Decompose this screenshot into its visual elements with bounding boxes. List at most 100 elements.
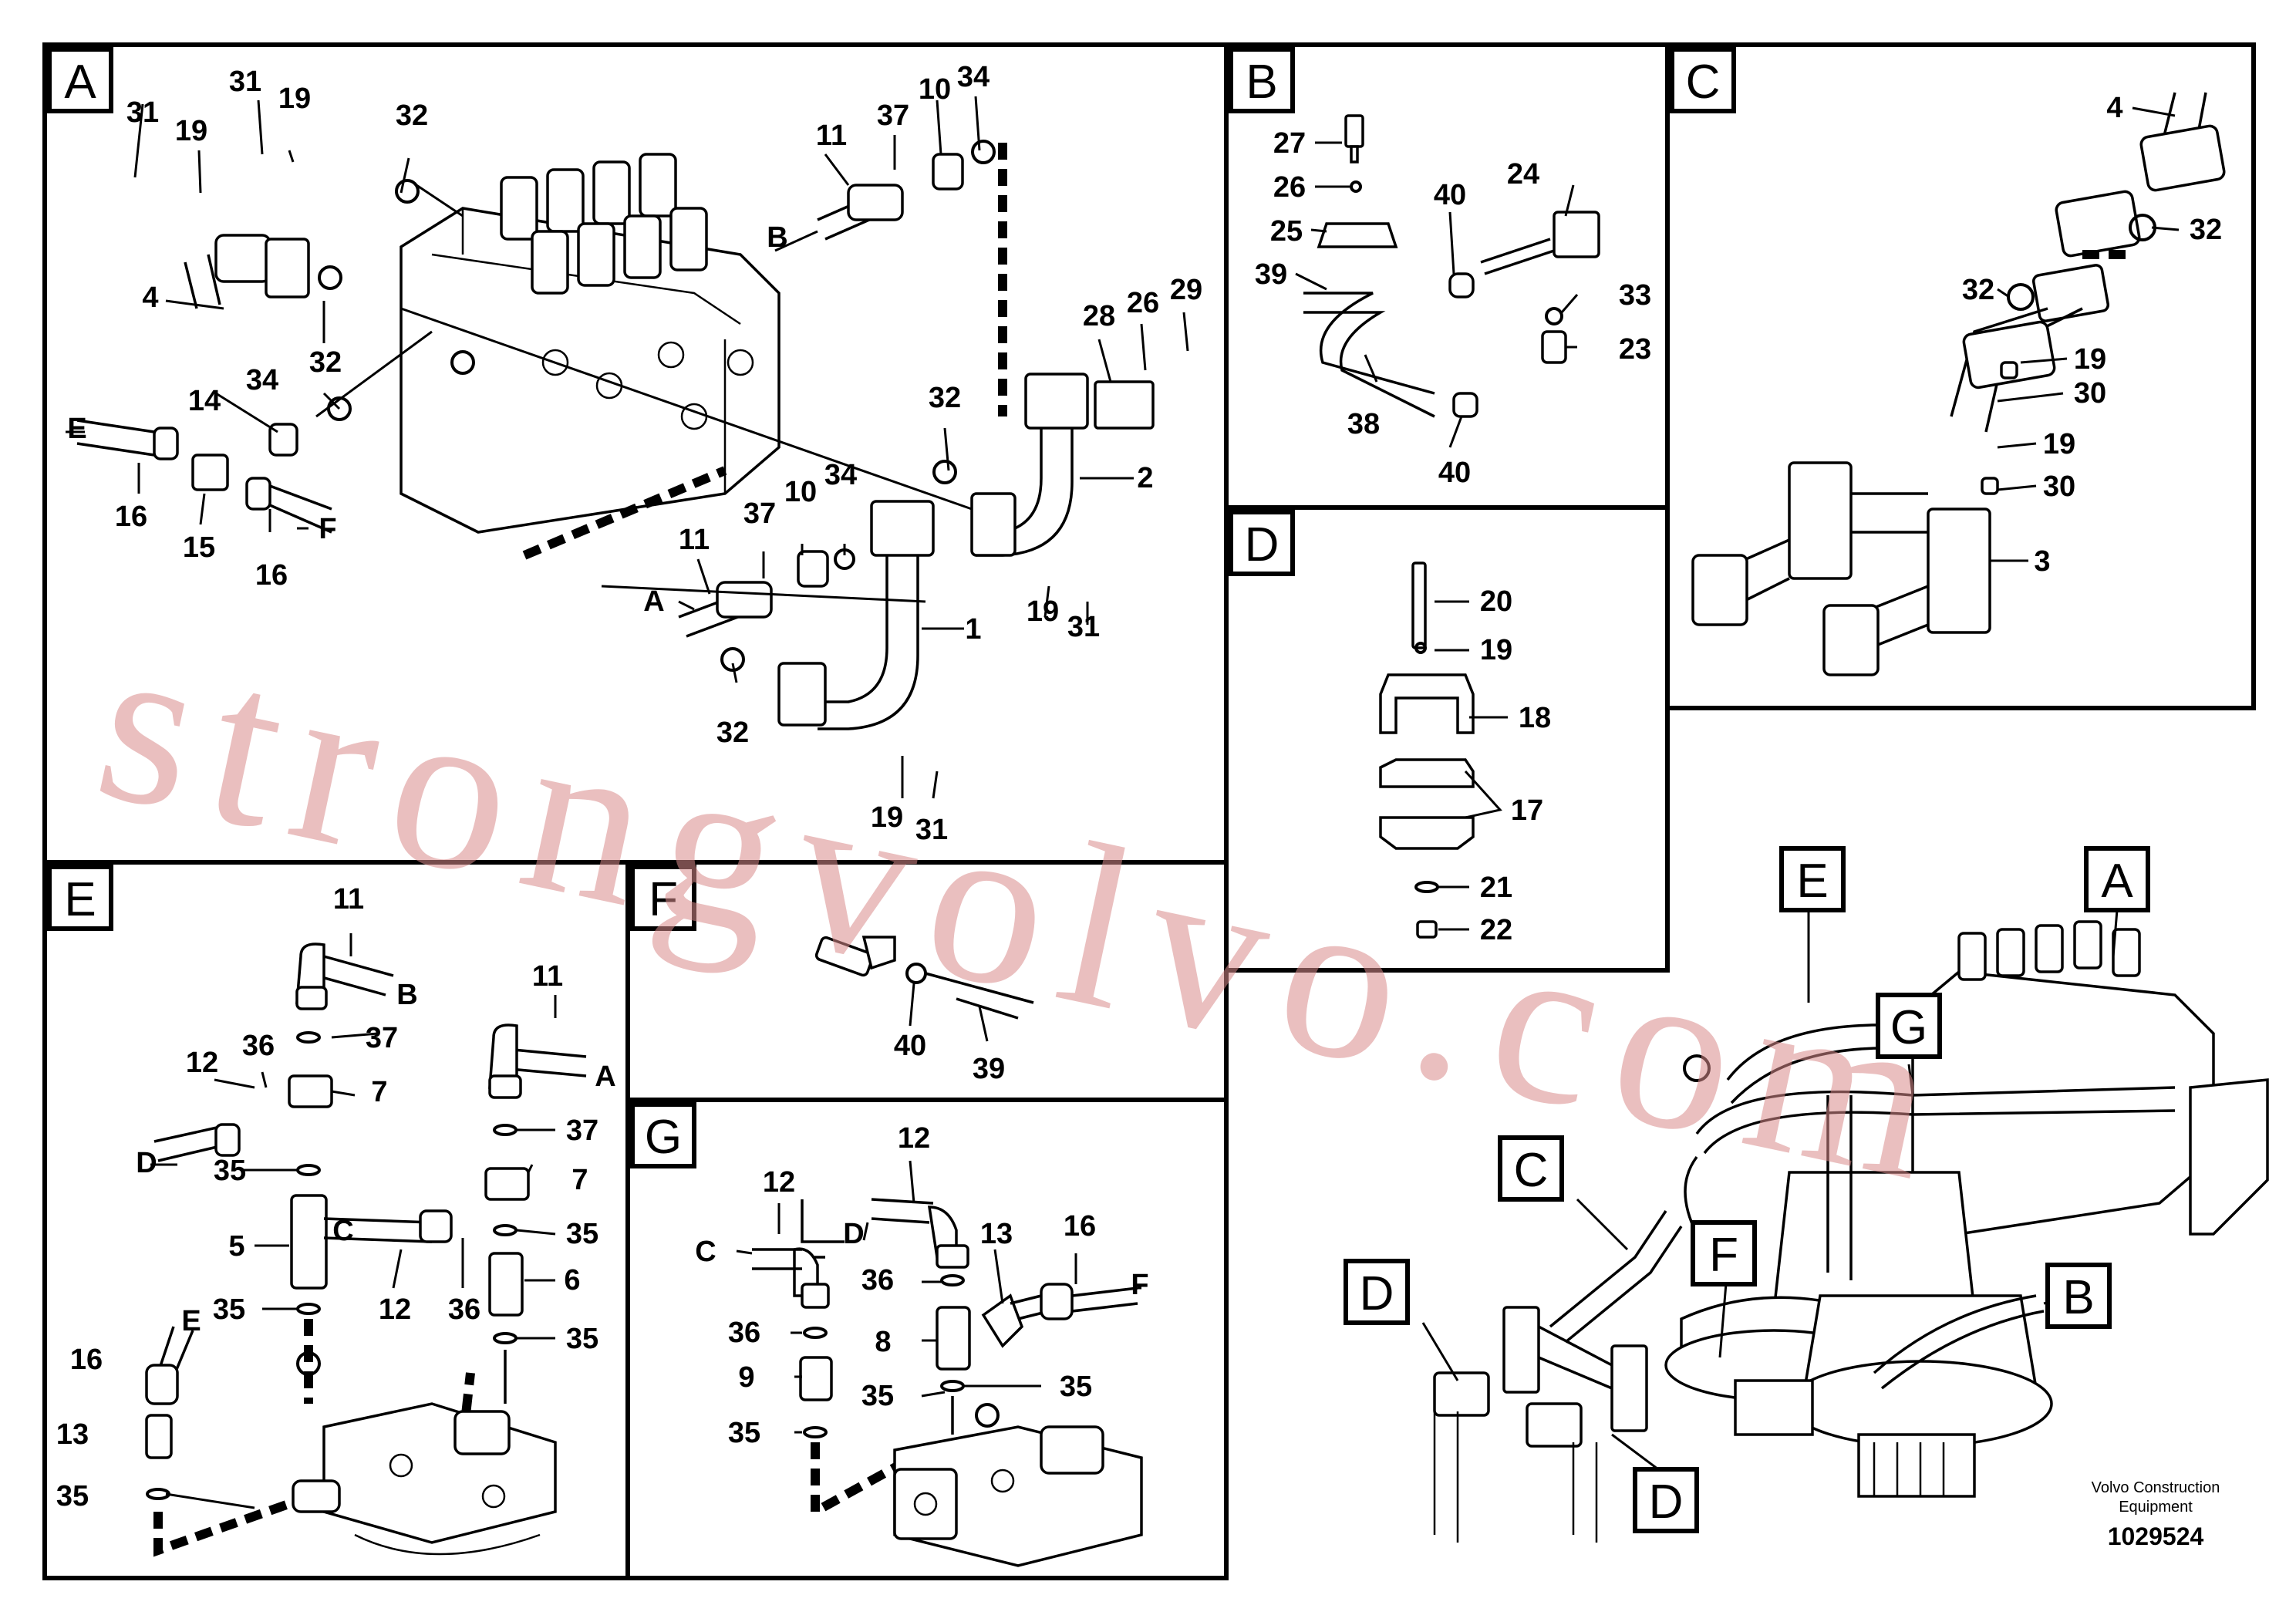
panel-tag-d: D: [1229, 510, 1295, 576]
svg-text:C: C: [332, 1215, 353, 1247]
svg-text:24: 24: [1507, 158, 1539, 191]
panel-tag-g: G: [630, 1102, 696, 1168]
overview-tag-b: B: [2045, 1263, 2112, 1329]
svg-text:39: 39: [973, 1053, 1005, 1085]
svg-text:36: 36: [242, 1030, 275, 1062]
svg-text:12: 12: [186, 1047, 218, 1079]
panel-c-drawing: [1691, 92, 2226, 676]
panel-b-frame: [1224, 42, 1670, 510]
overview-tag-d-left: D: [1344, 1259, 1410, 1325]
svg-text:E: E: [1796, 855, 1828, 908]
svg-text:40: 40: [1438, 457, 1471, 489]
svg-text:F: F: [319, 513, 336, 545]
svg-text:F: F: [1709, 1229, 1738, 1282]
svg-text:35: 35: [56, 1480, 89, 1512]
svg-text:D: D: [1649, 1475, 1684, 1529]
svg-text:19: 19: [1480, 634, 1512, 666]
credit-block: Volvo Construction Equipment 1029524: [2092, 1479, 2220, 1550]
svg-text:35: 35: [861, 1380, 894, 1412]
svg-text:12: 12: [763, 1166, 795, 1199]
svg-text:4: 4: [142, 282, 158, 314]
svg-text:19: 19: [871, 801, 903, 834]
watermark-text: strongvolvo.com: [79, 590, 1977, 1233]
panel-e-drawing: [145, 933, 587, 1557]
svg-text:C: C: [1514, 1144, 1549, 1197]
svg-text:32: 32: [929, 382, 961, 414]
svg-text:C: C: [1686, 56, 1721, 109]
panel-tag-a: A: [47, 47, 113, 113]
svg-text:B: B: [767, 221, 787, 254]
panel-e-callouts: 11 B 37 12 36 7 D 35 11 A 37 7 C 35 5 12…: [56, 883, 616, 1512]
svg-text:34: 34: [824, 459, 857, 491]
svg-text:21: 21: [1480, 872, 1512, 904]
overview-tag-f: F: [1691, 1220, 1757, 1286]
svg-text:35: 35: [1060, 1371, 1092, 1403]
panel-tag-f: F: [630, 865, 696, 931]
overview-tag-d-bottom: D: [1633, 1467, 1699, 1533]
panel-g-callouts: 12 12 D C 13 16 36 F 36 8 9 35 35 35: [695, 1122, 1148, 1449]
svg-text:11: 11: [816, 120, 847, 152]
svg-text:35: 35: [728, 1417, 760, 1449]
svg-text:18: 18: [1519, 702, 1551, 734]
panel-tag-b: B: [1229, 47, 1295, 113]
svg-text:26: 26: [1273, 171, 1306, 204]
overview-tag-e: E: [1779, 846, 1846, 912]
svg-text:27: 27: [1273, 127, 1306, 160]
svg-text:B: B: [1246, 56, 1277, 109]
svg-text:10: 10: [784, 476, 817, 508]
credit-line-2: Equipment: [2119, 1499, 2193, 1516]
svg-text:31: 31: [1067, 611, 1100, 643]
overview-tag-g: G: [1876, 993, 1942, 1059]
panel-b-callouts: 27 26 25 39 40 24 33 23 38 40: [1255, 127, 1651, 489]
panel-f-callouts: 40 39: [894, 1030, 1005, 1085]
svg-text:D: D: [1245, 518, 1279, 572]
svg-text:11: 11: [679, 524, 710, 556]
panel-g-drawing: [736, 1160, 1143, 1567]
panel-f-drawing: [814, 936, 1034, 1042]
svg-text:4: 4: [2106, 92, 2122, 124]
svg-text:B: B: [2062, 1271, 2094, 1324]
svg-text:35: 35: [566, 1323, 598, 1355]
svg-text:6: 6: [564, 1264, 580, 1297]
svg-text:36: 36: [728, 1317, 760, 1349]
svg-text:39: 39: [1255, 258, 1287, 291]
svg-text:2: 2: [1137, 462, 1153, 494]
svg-text:37: 37: [877, 99, 909, 132]
svg-text:7: 7: [371, 1076, 387, 1108]
svg-text:7: 7: [571, 1164, 588, 1196]
svg-text:D: D: [1360, 1267, 1394, 1320]
svg-text:C: C: [695, 1236, 716, 1268]
svg-text:17: 17: [1511, 794, 1543, 827]
svg-text:8: 8: [875, 1326, 891, 1358]
svg-text:40: 40: [1434, 179, 1466, 211]
panel-c-callouts: 4 32 32 19 30 19 30 3: [1962, 92, 2222, 578]
svg-text:32: 32: [1962, 274, 1994, 306]
overview-drawing: [1421, 909, 2269, 1543]
panel-d-callouts: 20 19 18 17 21 22: [1480, 585, 1551, 946]
svg-text:36: 36: [861, 1264, 894, 1297]
svg-text:G: G: [1890, 1001, 1927, 1054]
svg-text:16: 16: [70, 1344, 103, 1376]
overview-tag-a: A: [2084, 846, 2150, 912]
svg-text:37: 37: [743, 497, 776, 530]
document-number: 1029524: [2108, 1523, 2204, 1550]
svg-text:36: 36: [448, 1293, 480, 1326]
panel-g-frame: [625, 1098, 1229, 1580]
panel-d-frame: [1224, 505, 1670, 973]
svg-text:19: 19: [2043, 428, 2075, 460]
svg-text:G: G: [645, 1111, 682, 1164]
svg-text:31: 31: [126, 96, 159, 129]
svg-text:3: 3: [2034, 545, 2050, 578]
svg-text:13: 13: [980, 1218, 1013, 1250]
overview-tag-c: C: [1498, 1135, 1564, 1202]
svg-text:11: 11: [532, 960, 563, 993]
svg-text:1: 1: [965, 613, 981, 646]
svg-text:A: A: [64, 56, 96, 109]
svg-text:9: 9: [738, 1361, 754, 1394]
panel-tag-c: C: [1670, 47, 1736, 113]
svg-text:19: 19: [175, 115, 207, 147]
svg-text:B: B: [396, 979, 417, 1011]
svg-text:34: 34: [957, 61, 990, 93]
svg-text:F: F: [649, 873, 678, 926]
svg-text:16: 16: [1064, 1210, 1096, 1243]
